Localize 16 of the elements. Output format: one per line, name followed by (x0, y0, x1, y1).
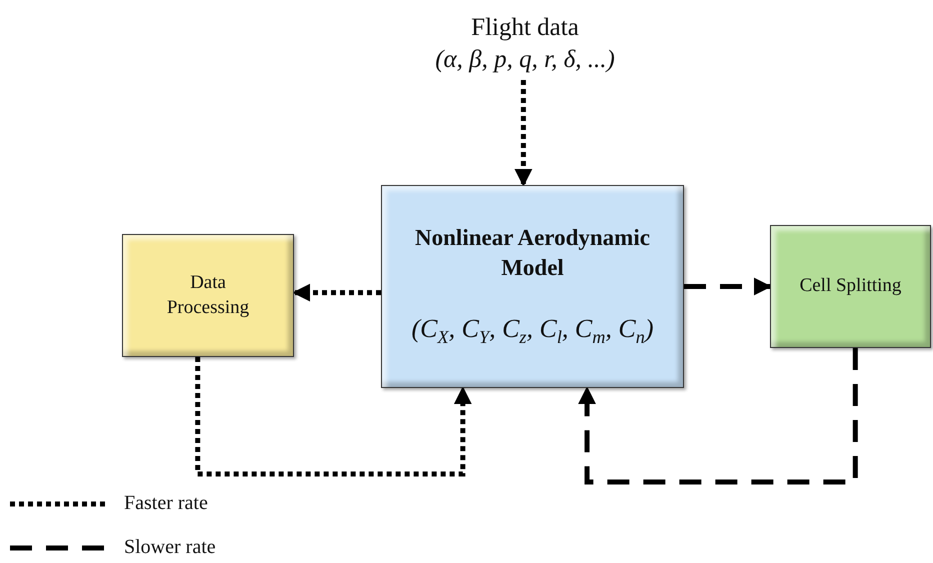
node-formula: (C$_{X}$, C$_{Y}$, C$_{z}$, C$_{l}$, C$_{m}$, C$_{n}$) (411, 313, 654, 350)
node-formula: (α, β, p, q, r, δ, ...) (435, 45, 615, 75)
legend-label: Slower rate (124, 536, 216, 559)
process-box (770, 225, 931, 348)
arrow (292, 284, 381, 302)
model-box (381, 185, 684, 388)
node-title: Nonlinear Aerodynamic Model (414, 224, 651, 282)
node-title: Data Processing (166, 270, 250, 320)
node-title: Cell Splitting (800, 274, 902, 298)
arrow (195, 357, 472, 476)
node-title: Flight data (471, 12, 579, 42)
arrow (578, 348, 858, 484)
legend-label: Faster rate (124, 492, 208, 515)
arrow (514, 80, 532, 187)
arrow (684, 278, 772, 296)
process-box (122, 234, 294, 357)
